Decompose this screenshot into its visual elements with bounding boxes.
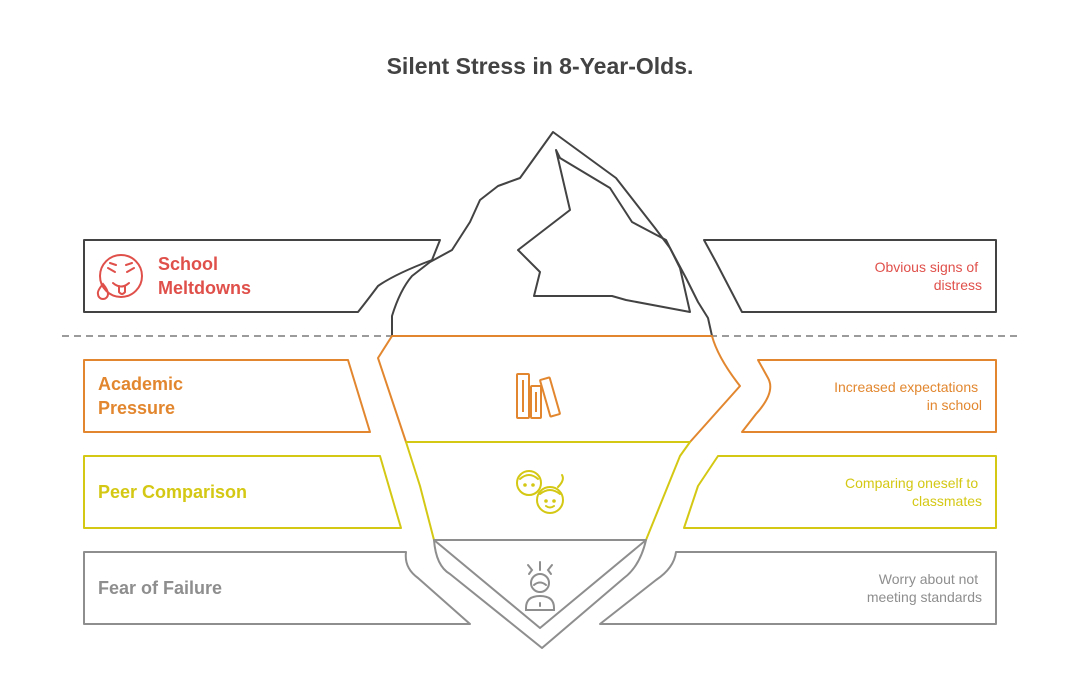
layer-academic-pressure-iceberg-section [377, 335, 741, 443]
drooling-face-icon [96, 254, 143, 300]
layer-fear-of-failure: Fear of Failure Worry about not meeting … [83, 539, 997, 649]
layer-academic-pressure-left-band [83, 359, 371, 433]
layer-fear-of-failure-label-line-1: Fear of Failure [98, 578, 222, 598]
layer-school-meltdowns-description: Obvious signs of distress [875, 259, 982, 293]
layer-peer-comparison-right-band [683, 455, 997, 529]
layer-school-meltdowns-label: School Meltdowns [158, 254, 251, 298]
layer-fear-of-failure-description-line-1: Worry about not [879, 571, 978, 587]
two-children-faces-icon [516, 470, 564, 514]
layer-fear-of-failure-iceberg-section [433, 539, 647, 629]
layer-school-meltdowns-description-line-1: Obvious signs of [875, 259, 979, 275]
layer-peer-comparison-description-line-2: classmates [912, 493, 982, 509]
layer-academic-pressure-right-band [741, 359, 997, 433]
iceberg-tip [391, 131, 713, 337]
layer-fear-of-failure-label: Fear of Failure [98, 578, 222, 598]
stressed-person-icon [525, 561, 555, 611]
layer-school-meltdowns-label-line-1: School [158, 254, 218, 274]
layer-school-meltdowns-right-band [703, 239, 997, 313]
layer-school-meltdowns: School Meltdowns Obvious signs of distre… [83, 239, 997, 313]
layer-school-meltdowns-left-band [83, 239, 441, 313]
layer-peer-comparison-label-line-1: Peer Comparison [98, 482, 247, 502]
layer-academic-pressure-description: Increased expectations in school [834, 379, 982, 413]
layer-fear-of-failure-outer-outline [433, 539, 647, 649]
layer-academic-pressure: Academic Pressure Increased expectations… [83, 335, 997, 443]
diagram-title: Silent Stress in 8-Year-Olds. [387, 53, 694, 79]
layer-academic-pressure-label: Academic Pressure [98, 374, 188, 418]
layer-peer-comparison: Peer Comparison Comparing oneself to cla… [83, 441, 997, 541]
layer-peer-comparison-description-line-1: Comparing oneself to [845, 475, 978, 491]
layer-school-meltdowns-description-line-2: distress [934, 277, 982, 293]
books-icon [516, 373, 561, 419]
layer-fear-of-failure-right-band [599, 551, 997, 625]
layer-academic-pressure-label-line-1: Academic [98, 374, 183, 394]
layer-fear-of-failure-description: Worry about not meeting standards [867, 571, 982, 605]
layer-academic-pressure-description-line-2: in school [927, 397, 982, 413]
layer-peer-comparison-description: Comparing oneself to classmates [845, 475, 982, 509]
layer-academic-pressure-description-line-1: Increased expectations [834, 379, 978, 395]
layer-school-meltdowns-label-line-2: Meltdowns [158, 278, 251, 298]
layer-peer-comparison-left-band [83, 455, 402, 529]
layer-fear-of-failure-left-band [83, 551, 471, 625]
layer-peer-comparison-label: Peer Comparison [98, 482, 247, 502]
layer-fear-of-failure-description-line-2: meeting standards [867, 589, 982, 605]
layer-academic-pressure-label-line-2: Pressure [98, 398, 175, 418]
